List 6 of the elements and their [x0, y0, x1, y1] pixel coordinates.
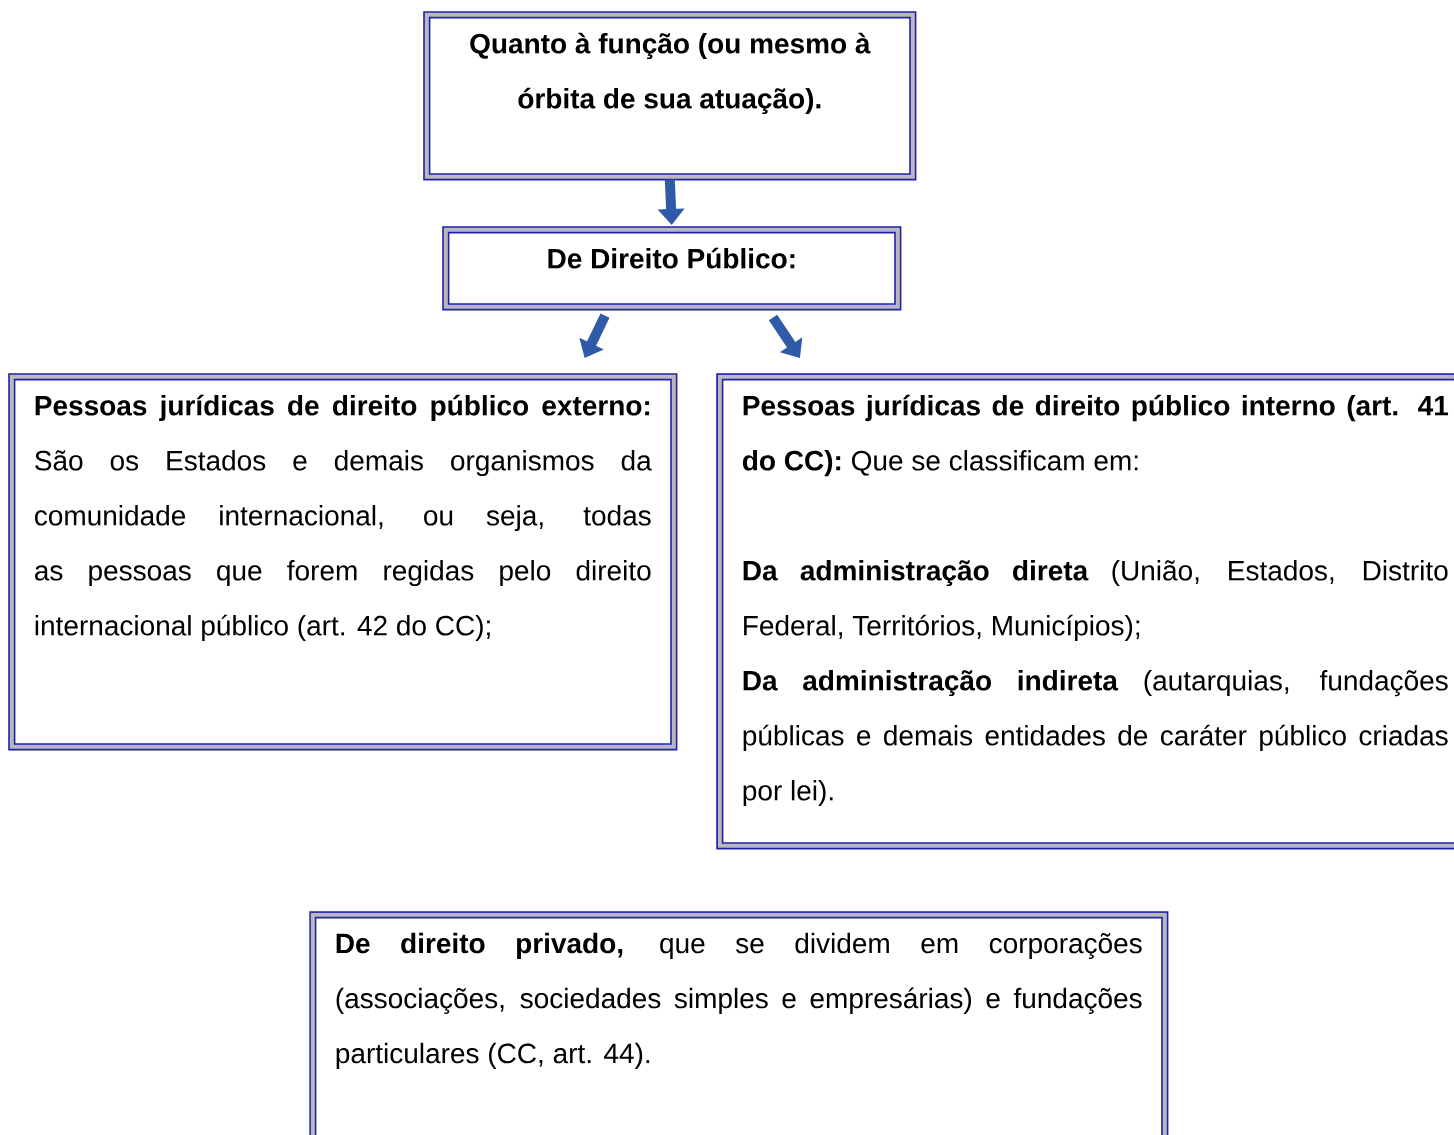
text-box: De direito privado, que se dividem em corporações (associações, sociedades simples e empresárias) e fundações particulares (CC, art. 44). [309, 911, 1169, 1135]
text-box: Pessoas jurídicas de direito público externo: São os Estados e demais organismos da comunidade internacional, ou seja, todas as pessoas que forem regidas pelo direito internacional público (art. 42 do CC); [8, 373, 678, 751]
arrow [768, 314, 803, 358]
heading-box: Quanto à função (ou mesmo à órbita de sua atuação). [423, 11, 917, 181]
text-box: Pessoas jurídicas de direito público interno (art. 41 do CC): Que se classificam em: Da administração direta (União, Estados, Distrito Federal, Territórios, Municípios); Da administração indireta (autarquias, fundações públicas e demais entidades de caráter público criadas por lei). [716, 373, 1454, 850]
category-box: De Direito Público: [442, 226, 902, 311]
